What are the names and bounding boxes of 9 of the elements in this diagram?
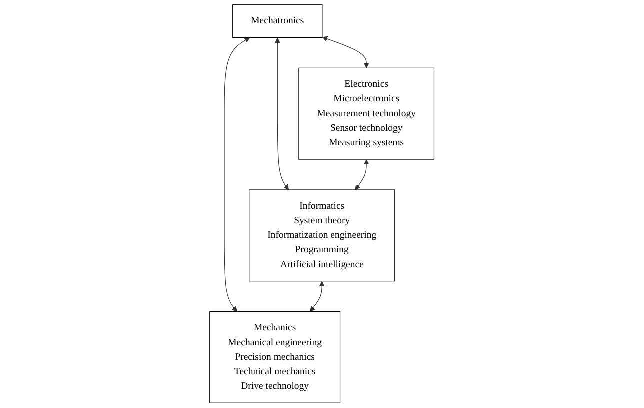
arrow [274, 38, 289, 190]
arrow [310, 281, 325, 312]
node-box: Electronics Microelectronics Measurement technology Sensor technology Measuring systems [298, 68, 434, 160]
node-box: Mechanics Mechanical engineering Precision mechanics Technical mechanics Drive technology [210, 311, 341, 404]
node-box: Mechatronics [232, 4, 323, 38]
arrow [224, 38, 250, 312]
arrow [355, 160, 370, 190]
arrow [322, 36, 370, 68]
node-box: Informatics System theory Informatization engineering Programming Artificial intelligence [248, 190, 396, 282]
